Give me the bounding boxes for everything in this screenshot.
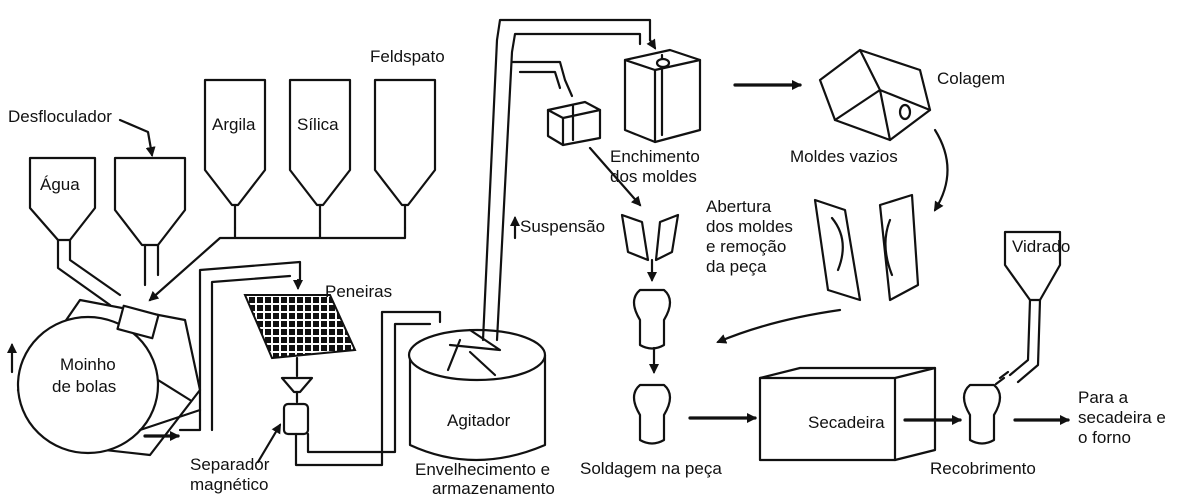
label-mold-opening-2: dos moldes xyxy=(706,217,793,236)
dryer xyxy=(758,366,937,462)
label-to-dryer-3: o forno xyxy=(1078,428,1131,447)
label-welding: Soldagem na peça xyxy=(580,459,722,478)
label-deflocculant: Desfloculador xyxy=(8,107,112,126)
label-agitator: Agitador xyxy=(447,411,511,430)
silica-hopper xyxy=(288,78,352,230)
label-silica: Sílica xyxy=(297,115,339,134)
slurry-pipe-1 xyxy=(178,260,302,432)
label-to-dryer-2: secadeira e xyxy=(1078,408,1166,427)
agitator-tank xyxy=(407,328,547,462)
label-ball-mill-1: Moinho xyxy=(60,355,116,374)
label-feldspar: Feldspato xyxy=(370,47,445,66)
feldspar-hopper xyxy=(373,78,437,230)
curved-arrow-left xyxy=(716,308,842,344)
deflocculant-hopper xyxy=(113,118,187,287)
curved-arrow-right xyxy=(933,128,949,212)
ball-mill xyxy=(6,298,202,457)
label-screens: Peneiras xyxy=(325,282,392,301)
label-clay: Argila xyxy=(212,115,256,134)
small-mold xyxy=(546,100,602,147)
label-ball-mill-2: de bolas xyxy=(52,377,116,396)
opened-molds xyxy=(813,193,920,302)
label-casting: Colagem xyxy=(937,69,1005,88)
label-aging-1: Envelhecimento e xyxy=(415,460,550,479)
label-separator-2: magnético xyxy=(190,475,268,494)
piece-3 xyxy=(962,383,1002,445)
label-separator-1: Separador xyxy=(190,455,270,474)
label-mold-opening-3: e remoção xyxy=(706,237,786,256)
piece-2 xyxy=(632,383,672,445)
screens xyxy=(243,294,357,360)
label-empty-molds: Moldes vazios xyxy=(790,147,898,166)
slurry-pipe-2 xyxy=(294,310,442,467)
label-mold-opening-4: da peça xyxy=(706,257,767,276)
label-suspension: Suspensão xyxy=(520,217,605,236)
label-coating: Recobrimento xyxy=(930,459,1036,478)
water-hopper xyxy=(28,156,122,307)
label-mold-opening-1: Abertura xyxy=(706,197,772,216)
label-to-dryer-1: Para a xyxy=(1078,388,1129,407)
label-water: Água xyxy=(40,175,80,194)
glaze-hopper xyxy=(994,230,1062,386)
suspension-pipe xyxy=(481,18,652,342)
label-aging-2: armazenamento xyxy=(432,479,555,495)
empty-mold xyxy=(818,48,932,142)
label-glaze: Vidrado xyxy=(1012,237,1070,256)
label-mold-filling-2: dos moldes xyxy=(610,167,697,186)
label-dryer: Secadeira xyxy=(808,413,885,432)
label-mold-filling-1: Enchimento xyxy=(610,147,700,166)
magnetic-separator xyxy=(256,356,314,464)
feed-collector-line xyxy=(150,226,407,300)
filling-mold xyxy=(623,48,702,144)
clay-hopper xyxy=(203,78,267,230)
center-molds xyxy=(620,213,680,282)
piece-1 xyxy=(632,288,672,374)
